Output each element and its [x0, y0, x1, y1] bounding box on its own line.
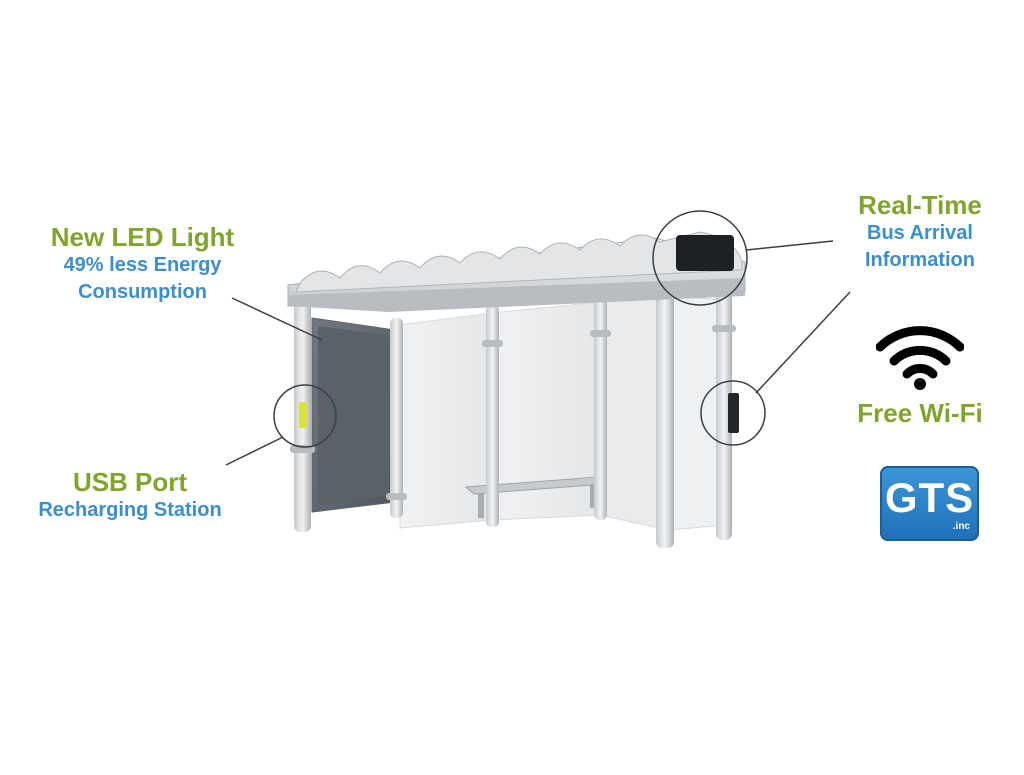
gts-logo: GTS .inc [880, 466, 979, 541]
led-leader-line [231, 297, 323, 341]
usb-title: USB Port [72, 467, 188, 497]
shelter-roof [287, 231, 746, 433]
real-time-callout: Real-Time Bus Arrival Information [815, 190, 1024, 274]
realtime-line1: Bus Arrival [867, 222, 973, 244]
led-title: New LED Light [50, 222, 235, 252]
wifi-leader-line [755, 291, 851, 394]
wifi-callout-circle [700, 380, 766, 446]
usb-line1: Recharging Station [38, 499, 222, 521]
realtime-callout-circle [652, 210, 748, 306]
led-line1: 49% less Energy [63, 254, 222, 276]
realtime-line2: Information [865, 249, 975, 271]
usb-leader-line [225, 436, 284, 466]
gts-logo-sub: .inc [952, 521, 970, 532]
wifi-icon [876, 326, 964, 390]
leader-lines [225, 240, 851, 466]
shelter-posts [290, 288, 736, 548]
callout-circles [273, 210, 766, 448]
wifi-callout: Free Wi-Fi [820, 398, 1020, 428]
realtime-title: Real-Time [858, 190, 982, 220]
glass-panels [399, 295, 727, 531]
usb-port [299, 402, 307, 428]
gts-logo-text: GTS [884, 474, 975, 521]
usb-callout-circle [273, 384, 337, 448]
led-light-callout: New LED Light 49% less Energy Consumptio… [20, 222, 265, 306]
advertising-panel [311, 317, 396, 513]
wifi-title: Free Wi-Fi [857, 398, 983, 428]
realtime-leader-line [745, 240, 834, 251]
real-time-display [676, 235, 734, 271]
wifi-router [728, 393, 739, 433]
usb-port-callout: USB Port Recharging Station [15, 467, 245, 524]
led-line2: Consumption [78, 281, 207, 303]
